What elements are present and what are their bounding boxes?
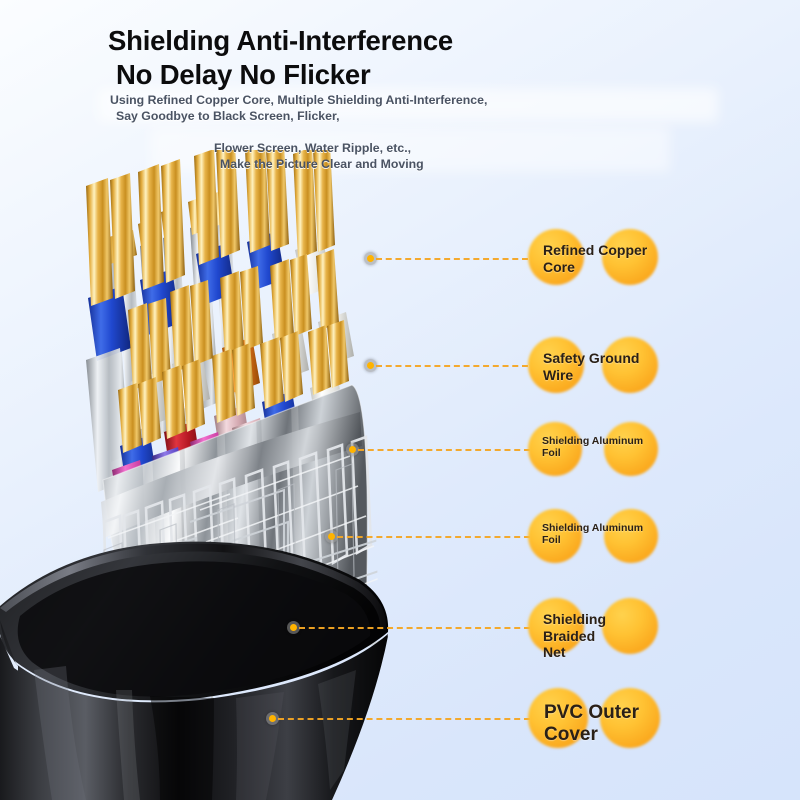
callout-safety-ground-wire[interactable]: Safety Ground Wire bbox=[528, 337, 658, 393]
callout-bubble-left-safety-ground-wire bbox=[528, 337, 584, 393]
callout-label-pvc-outer-cover: PVC Outer Cover bbox=[544, 702, 640, 746]
callout-label-shielding-braided-net: Shielding Braided Net bbox=[543, 611, 606, 661]
subtitle-line4: Make the Picture Clear and Moving bbox=[220, 156, 424, 171]
callout-bubble-left-refined-copper-core bbox=[528, 229, 584, 285]
callout-leader-line-safety-ground-wire bbox=[376, 365, 528, 367]
callout-bubble-left-shielding-aluminum-foil-lower bbox=[528, 509, 582, 563]
subtitle-line3: Flower Screen, Water Ripple, etc., bbox=[214, 140, 412, 155]
callout-leader-line-refined-copper-core bbox=[376, 258, 528, 260]
callout-shielding-aluminum-foil-lower[interactable]: Shielding Aluminum Foil bbox=[528, 509, 658, 563]
callout-anchor-dot-safety-ground-wire bbox=[364, 359, 377, 372]
callout-bubble-left-shielding-braided-net bbox=[528, 598, 584, 654]
callout-anchor-dot-shielding-braided-net bbox=[287, 621, 300, 634]
callout-label-shielding-aluminum-foil-upper: Shielding Aluminum Foil bbox=[542, 435, 644, 460]
callout-anchor-dot-shielding-aluminum-foil-lower bbox=[325, 530, 338, 543]
subtitle-line1: Using Refined Copper Core, Multiple Shie… bbox=[110, 93, 488, 107]
callout-bubble-left-shielding-aluminum-foil-upper bbox=[528, 422, 582, 476]
cable-cutaway-illustration bbox=[0, 150, 389, 800]
callout-anchor-dot-pvc-outer-cover bbox=[266, 712, 279, 725]
callout-bubble-left-pvc-outer-cover bbox=[528, 688, 588, 748]
callout-anchor-dot-shielding-aluminum-foil-upper bbox=[346, 443, 359, 456]
callout-label-shielding-aluminum-foil-lower: Shielding Aluminum Foil bbox=[542, 522, 644, 547]
callout-leader-line-shielding-braided-net bbox=[299, 627, 530, 629]
callout-bubble-right-pvc-outer-cover bbox=[600, 688, 660, 748]
subtitle-line2: Say Goodbye to Black Screen, Flicker, bbox=[116, 108, 340, 123]
page-title-line2: No Delay No Flicker bbox=[116, 58, 371, 90]
callout-label-refined-copper-core: Refined Copper Core bbox=[543, 242, 648, 275]
subtitle-block: Using Refined Copper Core, Multiple Shie… bbox=[110, 93, 770, 173]
callout-bubble-right-shielding-aluminum-foil-lower bbox=[604, 509, 658, 563]
callout-refined-copper-core[interactable]: Refined Copper Core bbox=[528, 229, 658, 285]
callout-bubble-right-refined-copper-core bbox=[602, 229, 658, 285]
callout-pvc-outer-cover[interactable]: PVC Outer Cover bbox=[528, 688, 660, 748]
callout-leader-line-shielding-aluminum-foil-upper bbox=[358, 449, 530, 451]
pvc-outer-cover bbox=[0, 541, 389, 800]
callout-anchor-dot-refined-copper-core bbox=[364, 252, 377, 265]
callout-bubble-right-shielding-aluminum-foil-upper bbox=[604, 422, 658, 476]
callout-bubble-right-shielding-braided-net bbox=[602, 598, 658, 654]
page-title-line1: Shielding Anti-Interference bbox=[108, 25, 454, 56]
title-block: Shielding Anti-Interference No Delay No … bbox=[108, 24, 768, 91]
callout-shielding-braided-net[interactable]: Shielding Braided Net bbox=[528, 598, 658, 660]
callout-shielding-aluminum-foil-upper[interactable]: Shielding Aluminum Foil bbox=[528, 422, 658, 476]
callout-leader-line-shielding-aluminum-foil-lower bbox=[337, 536, 530, 538]
callout-leader-line-pvc-outer-cover bbox=[278, 718, 530, 720]
wire-group-blue-left bbox=[86, 173, 135, 492]
callout-bubble-right-safety-ground-wire bbox=[602, 337, 658, 393]
callout-label-safety-ground-wire: Safety Ground Wire bbox=[543, 350, 640, 383]
